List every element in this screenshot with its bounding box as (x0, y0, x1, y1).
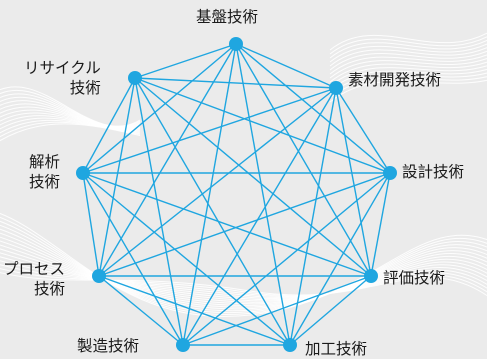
wave-line (329, 54, 487, 75)
wave-line (329, 79, 487, 103)
wave-line (329, 76, 487, 99)
wave-line (329, 36, 487, 55)
wave-line (0, 103, 141, 129)
wave-line (0, 96, 141, 128)
wave-line (0, 86, 141, 127)
node-dot-sekkei (383, 166, 397, 180)
wave-line (0, 93, 141, 128)
node-dot-process (92, 269, 106, 283)
background-wave-lines (0, 32, 487, 317)
edge-seizo-process (98, 275, 184, 346)
edge-process-kaiseki (82, 172, 100, 277)
edge-kiban-kaiseki (82, 43, 237, 174)
edge-sekkei-seizo (182, 172, 391, 346)
node-dot-sozai (329, 81, 343, 95)
wave-line (329, 65, 487, 87)
node-dots (76, 37, 397, 352)
node-label-sekkei: 設計技術 (402, 163, 465, 181)
edge-kako-recycle (134, 77, 291, 346)
wave-line (0, 123, 141, 142)
wave-line (0, 121, 141, 138)
edge-sekkei-process (98, 172, 391, 277)
wave-line (0, 256, 487, 300)
wave-line (329, 47, 487, 67)
wave-line (0, 212, 487, 317)
wave-line (0, 109, 141, 130)
node-label-recycle: リサイクル 技術 (24, 59, 101, 97)
wave-line (0, 216, 487, 316)
edge-kaiseki-recycle (82, 77, 136, 174)
edge-sozai-sekkei (335, 87, 391, 174)
wave-line (0, 268, 487, 297)
wave-line (0, 106, 141, 130)
wave-line (0, 248, 487, 302)
wave-line (0, 264, 487, 298)
node-label-sozai: 素材開発技術 (348, 71, 442, 89)
edge-kiban-kako (235, 43, 291, 346)
node-label-seizo: 製造技術 (77, 337, 140, 355)
wave-line (0, 89, 141, 128)
node-label-hyoka: 評価技術 (383, 269, 446, 287)
node-dot-kako (283, 338, 297, 352)
edge-kako-kaiseki (82, 172, 291, 346)
edge-hyoka-seizo (182, 275, 372, 346)
wave-line (0, 236, 487, 306)
edge-sozai-kako (289, 87, 337, 346)
edge-sozai-kaiseki (82, 87, 337, 174)
edge-kiban-process (98, 43, 237, 277)
node-dot-recycle (128, 71, 142, 85)
edge-sozai-seizo (182, 87, 337, 346)
edge-sekkei-kako (289, 172, 391, 346)
wave-line (329, 32, 487, 51)
node-label-process: プロセス 技術 (3, 260, 66, 298)
wave-line (329, 61, 487, 83)
edge-sekkei-hyoka (370, 172, 391, 277)
node-label-kaiseki: 解析 技術 (29, 153, 61, 191)
edge-kako-process (98, 275, 291, 346)
edge-kiban-sozai (235, 43, 337, 89)
connection-lines (82, 43, 391, 346)
wave-line (0, 244, 487, 303)
wave-line (0, 232, 487, 308)
node-dot-hyoka (364, 269, 378, 283)
node-label-kako: 加工技術 (305, 340, 368, 358)
wave-line (0, 272, 487, 297)
wave-line (329, 72, 487, 95)
edge-seizo-kaiseki (82, 172, 184, 346)
node-dot-kaiseki (76, 166, 90, 180)
edge-hyoka-kaiseki (82, 172, 372, 277)
edge-sozai-hyoka (335, 87, 372, 277)
edge-kiban-hyoka (235, 43, 372, 277)
wave-line (0, 228, 487, 310)
edge-sekkei-recycle (134, 77, 391, 174)
wave-line (329, 43, 487, 63)
edge-process-recycle (98, 77, 136, 277)
edge-kiban-sekkei (235, 43, 391, 174)
wave-line (0, 252, 487, 301)
edge-sozai-recycle (134, 77, 337, 89)
node-dot-seizo (176, 338, 190, 352)
wave-line (329, 57, 487, 79)
wave-line (0, 260, 487, 298)
edge-kiban-recycle (134, 43, 237, 79)
wave-line (329, 50, 487, 71)
wave-line (0, 112, 141, 131)
wave-line (0, 240, 487, 305)
node-label-kiban: 基盤技術 (196, 8, 259, 26)
node-dot-kiban (229, 37, 243, 51)
wave-line (329, 68, 487, 91)
edge-sozai-process (98, 87, 337, 277)
wave-line (0, 224, 487, 312)
edge-seizo-recycle (134, 77, 184, 346)
edge-hyoka-recycle (134, 77, 372, 277)
wave-line (329, 39, 487, 59)
edge-kiban-seizo (182, 43, 237, 346)
edge-hyoka-kako (289, 275, 372, 346)
